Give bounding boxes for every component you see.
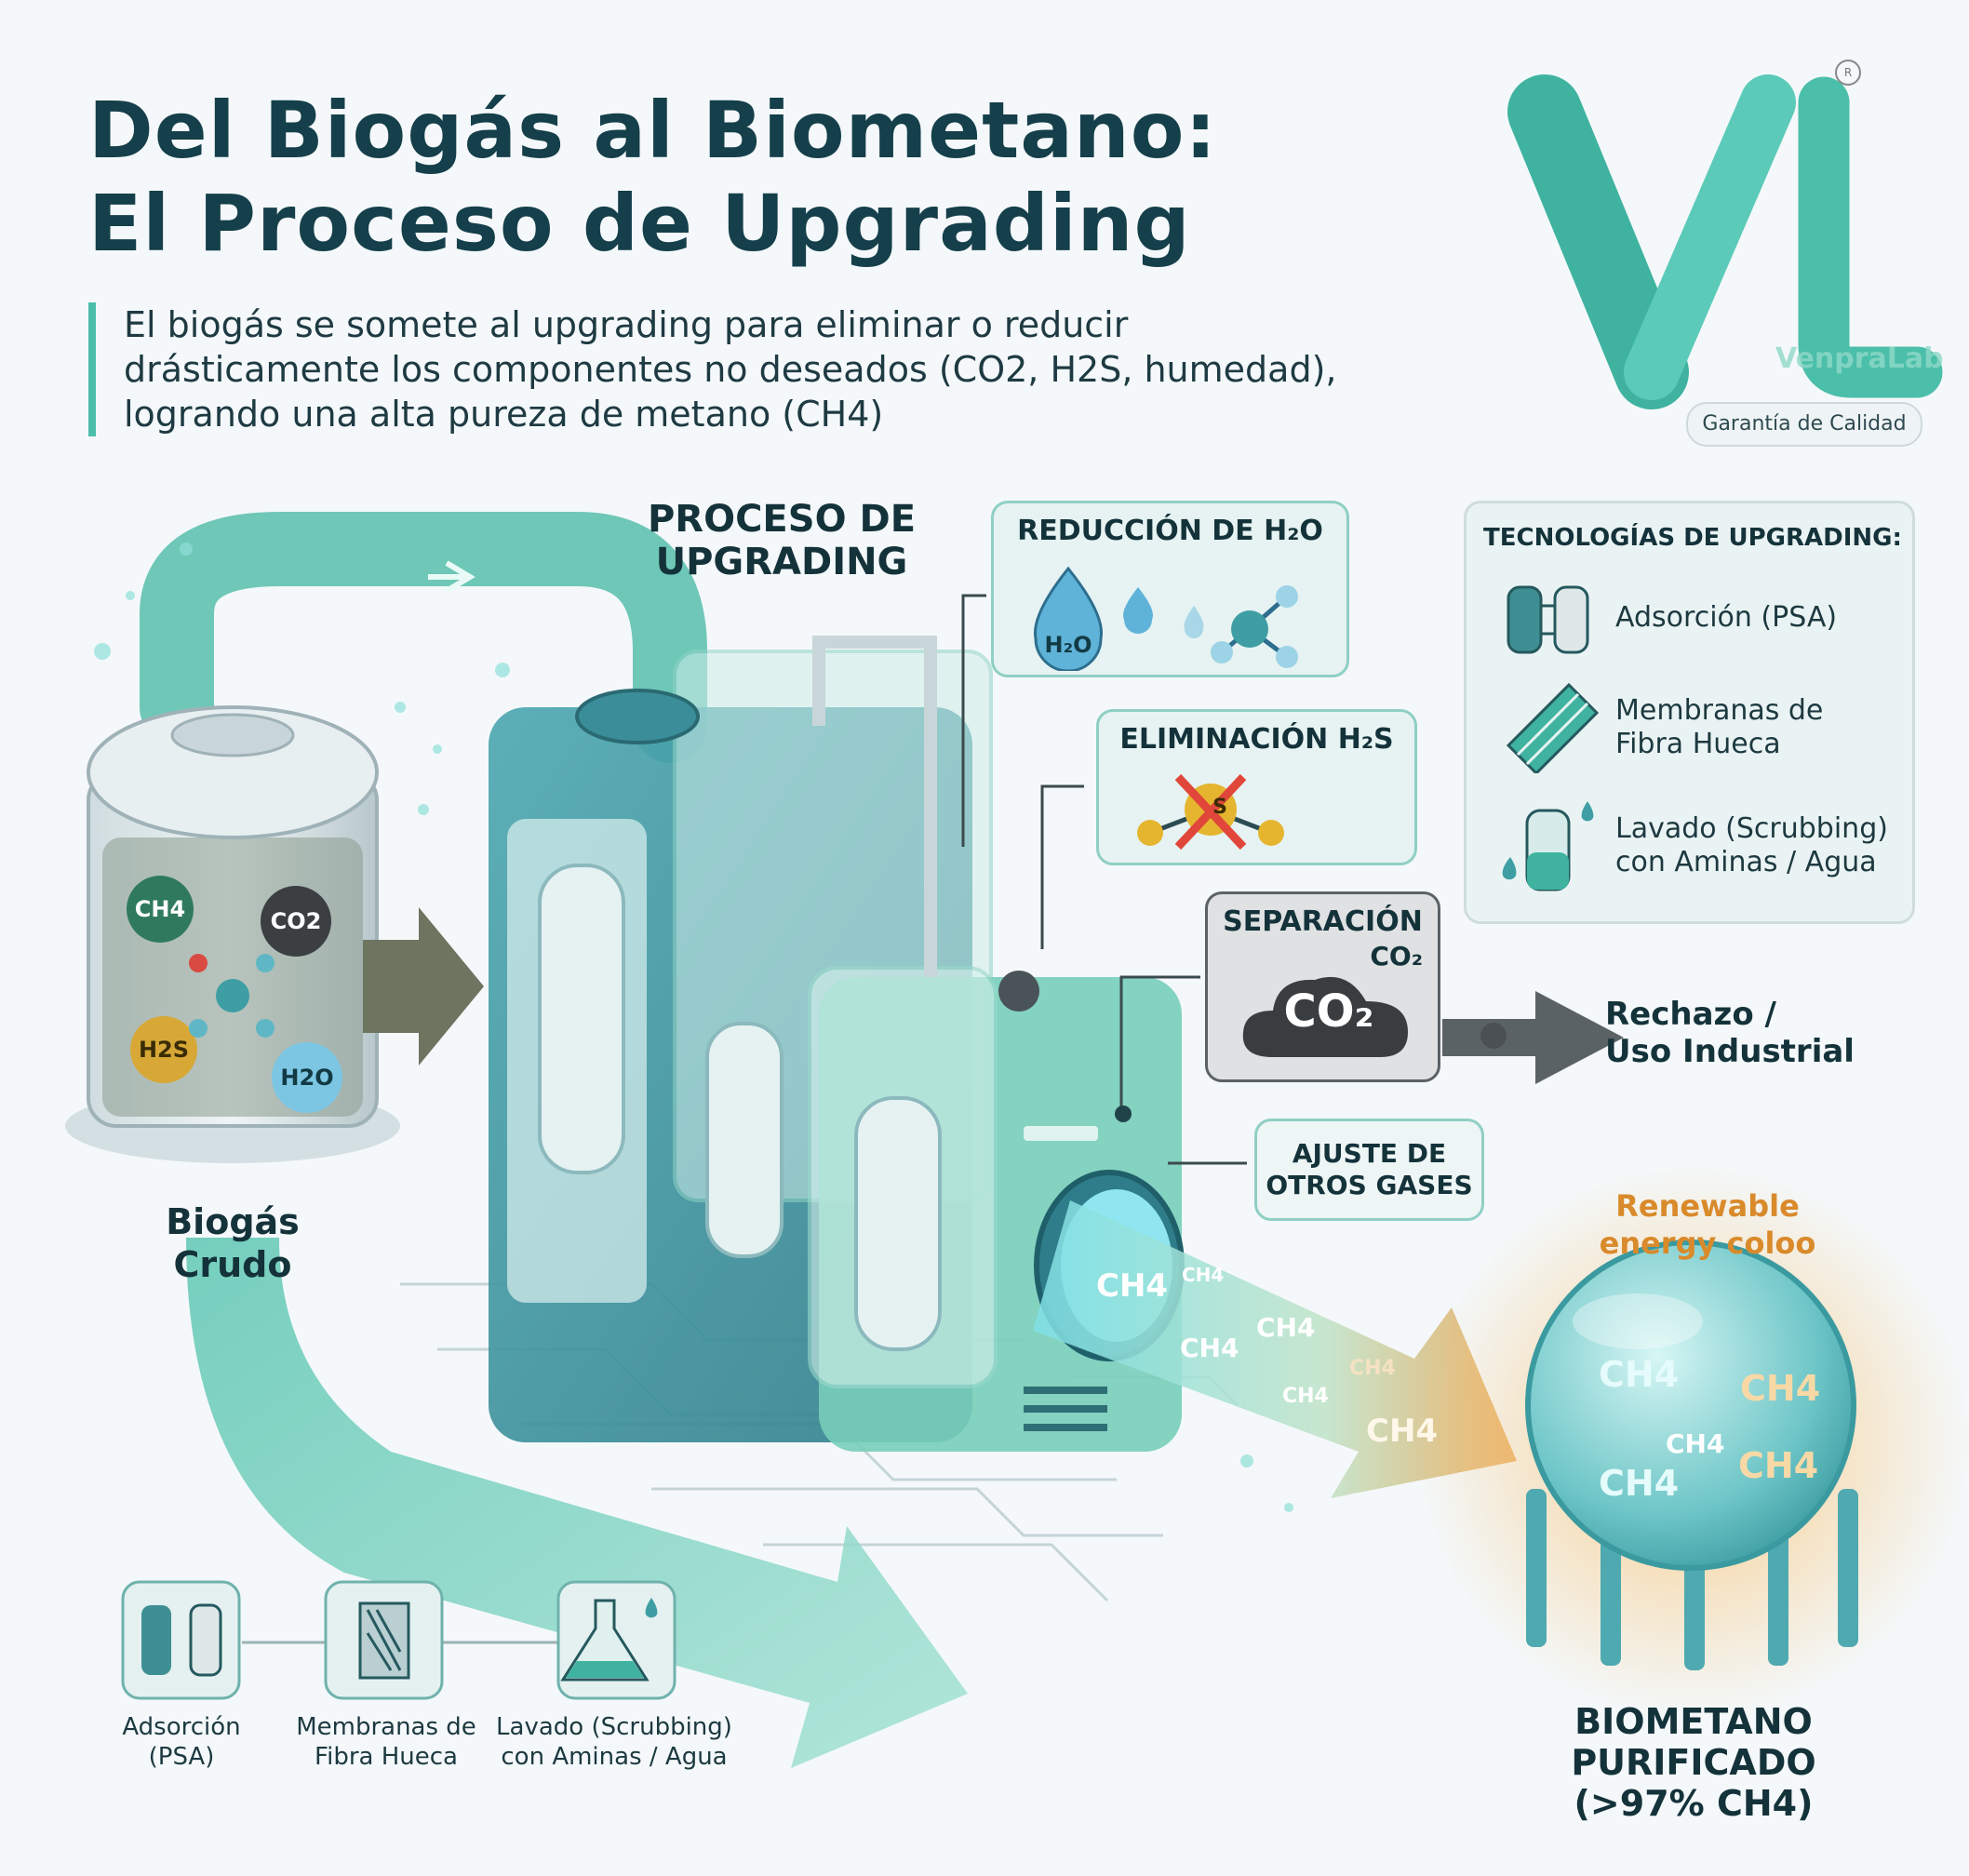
title-line-2: El Proceso de Upgrading: [88, 178, 1191, 269]
stream-label-7: CH4: [1366, 1413, 1439, 1450]
raw-molecule-h2o: H2O: [280, 1065, 334, 1091]
stream-label-6: CH4: [1282, 1385, 1329, 1408]
reject-label: Rechazo / Uso Industrial: [1605, 996, 1855, 1070]
biomethane-line-1: BIOMETANO: [1574, 1701, 1813, 1742]
water-drop-icon: [1033, 566, 1298, 671]
process-label-line-1: PROCESO DE: [647, 498, 917, 541]
psa-icon: [1507, 585, 1589, 654]
step-co2-separation: SEPARACIÓN CO₂ CO₂: [1205, 891, 1440, 1082]
registered-mark: R: [1835, 60, 1861, 86]
bottom-tech-psa-line-2: (PSA): [148, 1743, 215, 1771]
bottom-tech-membrane-line-1: Membranas de: [296, 1713, 476, 1741]
reject-arrow: [1442, 991, 1624, 1084]
tech-item-membrane-1: Membranas de: [1615, 694, 1824, 727]
h2o-badge: H₂O: [1044, 632, 1092, 658]
raw-biogas-line-1: Biogás: [166, 1201, 300, 1242]
tech-item-membrane-2: Fibra Hueca: [1615, 728, 1781, 760]
bottom-tech-psa-line-1: Adsorción: [122, 1713, 241, 1741]
step-h2s-removal: ELIMINACIÓN H₂S S: [1096, 709, 1417, 865]
logo-brand: VenpraLab: [1775, 342, 1944, 375]
stream-label-4: CH4: [1180, 1333, 1239, 1363]
process-label-line-2: UPGRADING: [655, 541, 908, 583]
membrane-icon: [1506, 682, 1600, 773]
sphere-label-2: CH4: [1740, 1368, 1821, 1409]
technologies-title: TECNOLOGÍAS DE UPGRADING:: [1483, 524, 1902, 552]
bottom-tech-scrubbing-line-2: con Aminas / Agua: [501, 1743, 728, 1771]
step-connectors: [961, 594, 1247, 1165]
stream-label-2: CH4: [1182, 1264, 1225, 1286]
h2s-badge: S: [1212, 796, 1227, 819]
process-label: PROCESO DE UPGRADING: [623, 498, 940, 583]
biomethane-line-2: PURIFICADO: [1571, 1742, 1816, 1783]
decor-dots: [94, 543, 1293, 1512]
biomethane-label: BIOMETANO PURIFICADO (>97% CH4): [1507, 1701, 1880, 1824]
raw-biogas-tank: [65, 705, 400, 1163]
raw-molecule-h2s: H2S: [138, 1037, 190, 1063]
sphere-label-3: CH4: [1666, 1428, 1725, 1459]
renewable-label: Renewable energy coloo: [1582, 1187, 1833, 1262]
upgrading-machine: [489, 636, 1185, 1452]
raw-molecule-co2: CO2: [270, 908, 322, 934]
sphere-label-5: CH4: [1599, 1463, 1680, 1504]
co2-cloud-icon: [1242, 976, 1408, 1057]
logo-tagline: Garantía de Calidad: [1686, 402, 1922, 447]
bottom-tech-membrane-line-2: Fibra Hueca: [315, 1743, 458, 1771]
inlet-pipe: [140, 512, 707, 763]
stream-label-3: CH4: [1256, 1312, 1316, 1343]
tech-item-psa: Adsorción (PSA): [1615, 601, 1838, 634]
raw-molecule-ch4: CH4: [134, 896, 186, 922]
bottom-tech-icons: [121, 1580, 676, 1700]
biomethane-line-3: (>97% CH4): [1574, 1783, 1814, 1824]
bottom-tech-scrubbing: Lavado (Scrubbing) con Aminas / Agua: [493, 1712, 735, 1772]
raw-molecules: [127, 876, 342, 1113]
bottom-tech-psa: Adsorción (PSA): [60, 1712, 302, 1772]
bottom-tech-scrubbing-line-1: Lavado (Scrubbing): [496, 1713, 732, 1741]
step-other-gases: AJUSTE DE OTROS GASES: [1254, 1119, 1484, 1221]
step-co2-title-line-1: SEPARACIÓN: [1223, 905, 1423, 938]
step-h2s-title: ELIMINACIÓN H₂S: [1119, 723, 1394, 756]
title-line-1: Del Biogás al Biometano:: [88, 85, 1218, 176]
stream-label-5: CH4: [1349, 1357, 1396, 1380]
flow-arrow-bottom: [186, 1238, 968, 1768]
h2s-crossed-icon: [1137, 773, 1284, 851]
methane-stream: [1033, 1200, 1517, 1498]
step-other-line-1: AJUSTE DE: [1292, 1138, 1447, 1169]
tech-item-scrubbing-1: Lavado (Scrubbing): [1615, 812, 1888, 845]
step-h2o-title: REDUCCIÓN DE H₂O: [1017, 515, 1323, 547]
tech-item-scrubbing-2: con Aminas / Agua: [1615, 846, 1877, 878]
reject-line-2: Uso Industrial: [1605, 1033, 1855, 1070]
technologies-panel: TECNOLOGÍAS DE UPGRADING: Adsorción (PSA…: [1464, 501, 1915, 924]
reject-line-1: Rechazo /: [1605, 996, 1776, 1033]
bottom-tech-membrane: Membranas de Fibra Hueca: [265, 1712, 507, 1772]
renewable-line-1: Renewable: [1615, 1188, 1800, 1224]
sphere-label-1: CH4: [1599, 1354, 1680, 1395]
subtitle: El biogás se somete al upgrading para el…: [124, 304, 1337, 435]
step-h2o-reduction: REDUCCIÓN DE H₂O H₂O: [991, 501, 1349, 677]
stream-label-1: CH4: [1096, 1267, 1169, 1305]
sphere-label-4: CH4: [1738, 1445, 1819, 1486]
scrubbing-icon: [1502, 801, 1594, 891]
feed-arrow: [363, 907, 484, 1065]
renewable-line-2: energy coloo: [1599, 1226, 1816, 1261]
biomethane-sphere: [1525, 1240, 1858, 1670]
page-title: Del Biogás al Biometano: El Proceso de U…: [88, 84, 1217, 270]
raw-biogas-label: Biogás Crudo: [121, 1200, 344, 1286]
step-other-line-2: OTROS GASES: [1266, 1170, 1473, 1200]
step-co2-title-line-2: CO₂: [1370, 941, 1423, 972]
subtitle-block: El biogás se somete al upgrading para el…: [88, 302, 1352, 436]
raw-biogas-line-2: Crudo: [173, 1244, 292, 1285]
co2-cloud-text: CO₂: [1283, 985, 1374, 1038]
logo-mark: [1507, 74, 1943, 409]
